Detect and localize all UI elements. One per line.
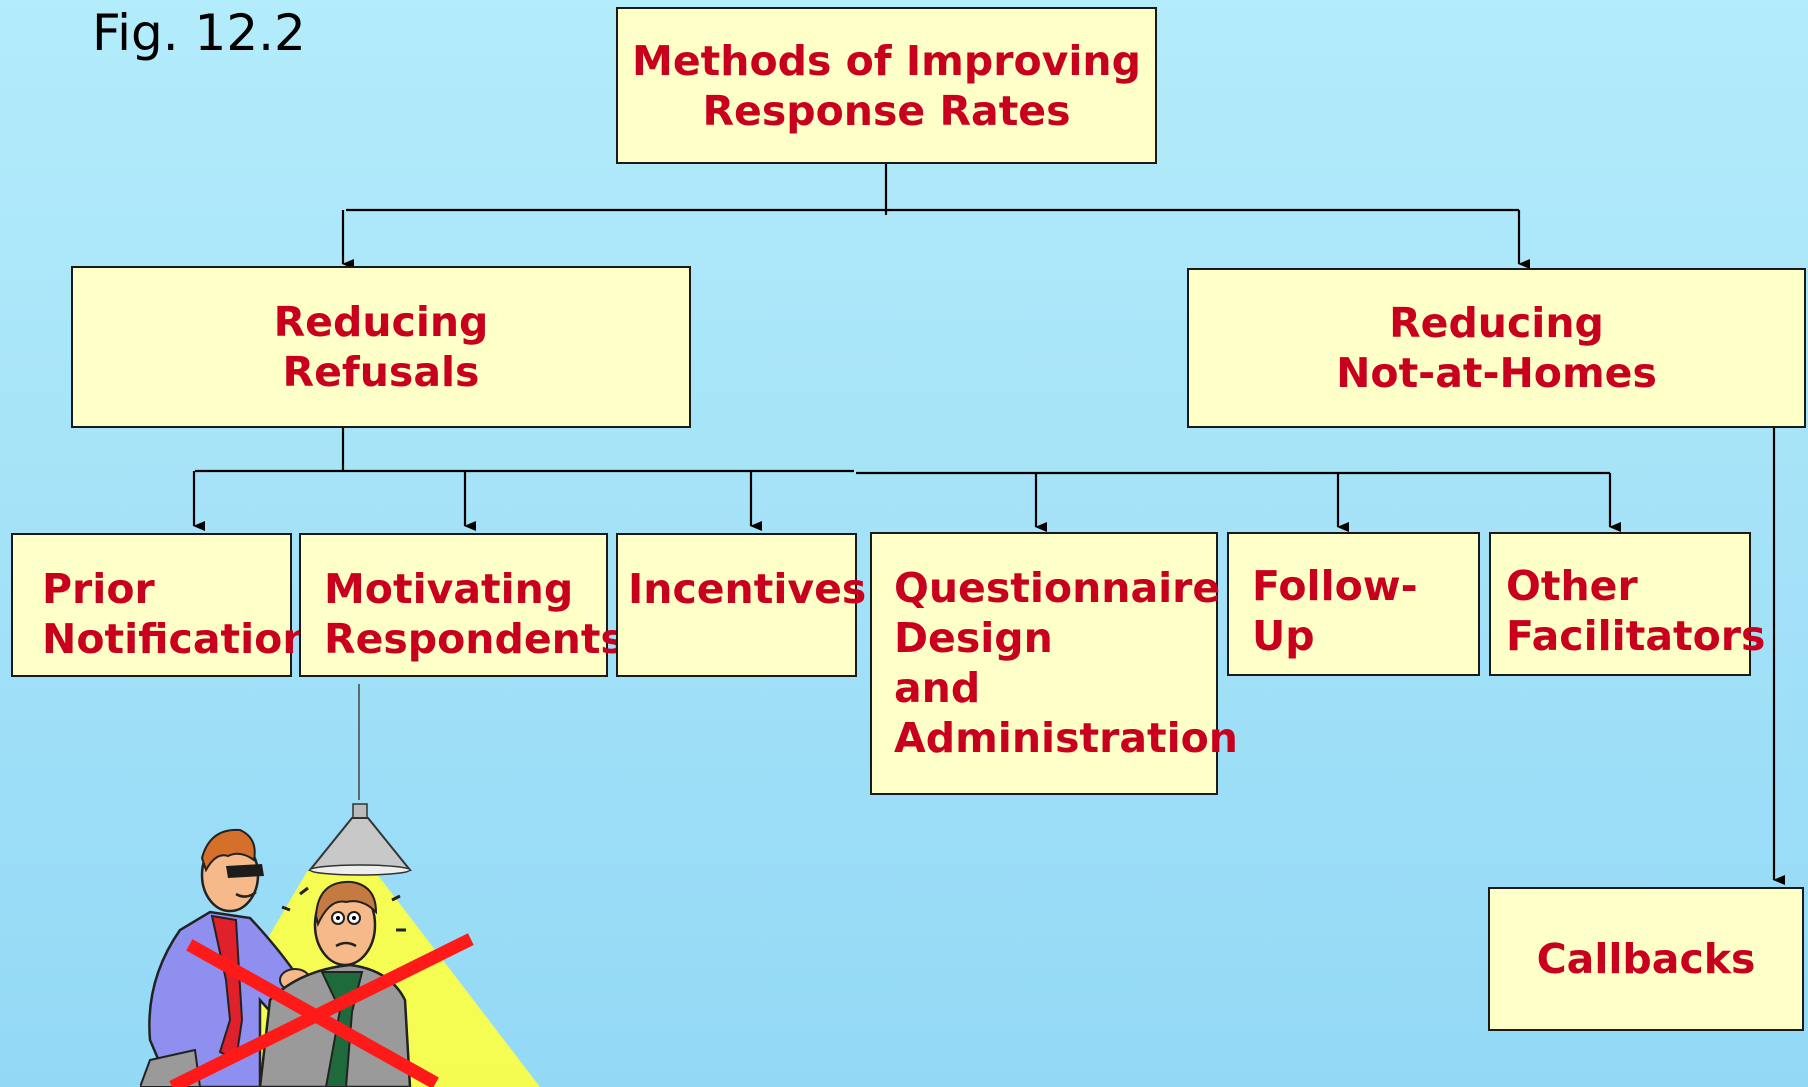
figure-label: Fig. 12.2 <box>92 4 306 62</box>
method-label: Callbacks <box>1536 935 1756 983</box>
method-other-facilitators: Other Facilitators <box>1489 532 1766 676</box>
method-questionnaire-design: Questionnaire Design and Administration <box>870 532 1238 795</box>
branch-reducing-not-at-homes: Reducing Not-at-Homes <box>1187 268 1806 428</box>
cross-out-mark <box>169 933 474 1087</box>
root-node: Methods of Improving Response Rates <box>616 7 1157 164</box>
lamp-icon <box>307 803 413 876</box>
method-callbacks: Callbacks <box>1488 887 1804 1031</box>
method-label: Follow-Up <box>1252 562 1418 660</box>
method-label: Incentives <box>628 565 867 613</box>
root-label: Methods of Improving Response Rates <box>632 36 1141 135</box>
method-incentives: Incentives <box>616 533 867 677</box>
method-motivating-respondents: Motivating Respondents <box>299 533 625 677</box>
interrogation-clipart <box>140 803 540 1087</box>
method-label: Motivating Respondents <box>324 565 625 663</box>
method-label: Prior Notification <box>42 565 312 663</box>
method-follow-up: Follow-Up <box>1227 532 1480 676</box>
method-prior-notification: Prior Notification <box>11 533 312 677</box>
branch-label: Reducing Refusals <box>273 298 489 396</box>
method-label: Other Facilitators <box>1506 562 1766 660</box>
method-label: Questionnaire Design and Administration <box>894 564 1238 762</box>
branch-reducing-refusals: Reducing Refusals <box>71 266 691 428</box>
branch-label: Reducing Not-at-Homes <box>1336 299 1657 397</box>
